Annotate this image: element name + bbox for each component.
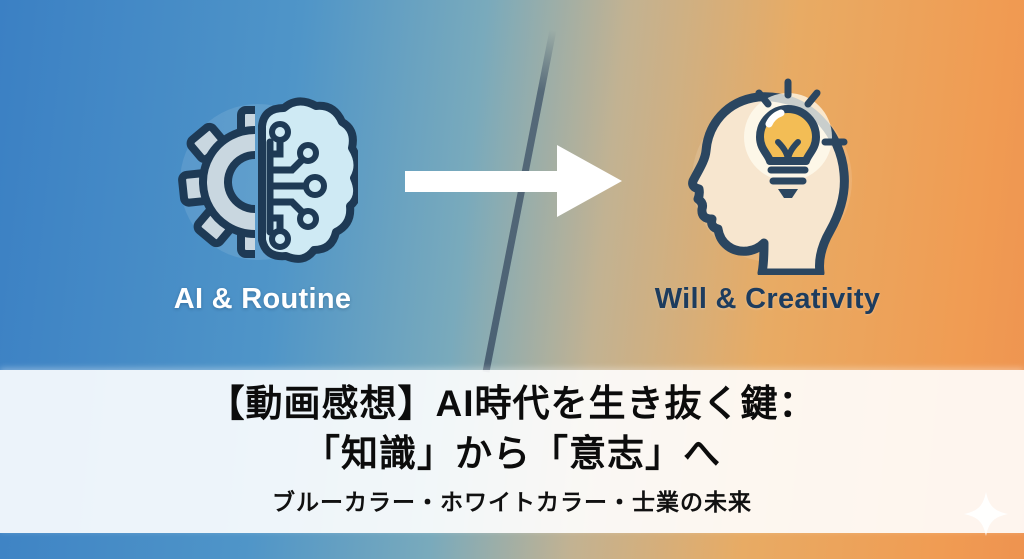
title-line-2: 「知識」から「意志」へ <box>303 432 721 474</box>
sparkle-icon <box>964 492 1008 536</box>
head-lightbulb-icon <box>688 78 852 275</box>
right-panel-label: Will & Creativity <box>654 283 881 315</box>
brain-half <box>258 97 358 263</box>
title-line-1: 【動画感想】AI時代を生き抜く鍵： <box>207 383 817 424</box>
left-panel-label: AI & Routine <box>173 283 352 315</box>
gear-brain-circuit-icon <box>178 97 358 263</box>
gear-half <box>178 106 255 258</box>
subtitle: ブルーカラー・ホワイトカラー・士業の未来 <box>272 489 752 516</box>
lightbulb <box>755 78 848 198</box>
title-banner: 【動画感想】AI時代を生き抜く鍵： 「知識」から「意志」へ ブルーカラー・ホワイ… <box>0 370 1024 533</box>
right-arrow-icon <box>405 145 622 217</box>
